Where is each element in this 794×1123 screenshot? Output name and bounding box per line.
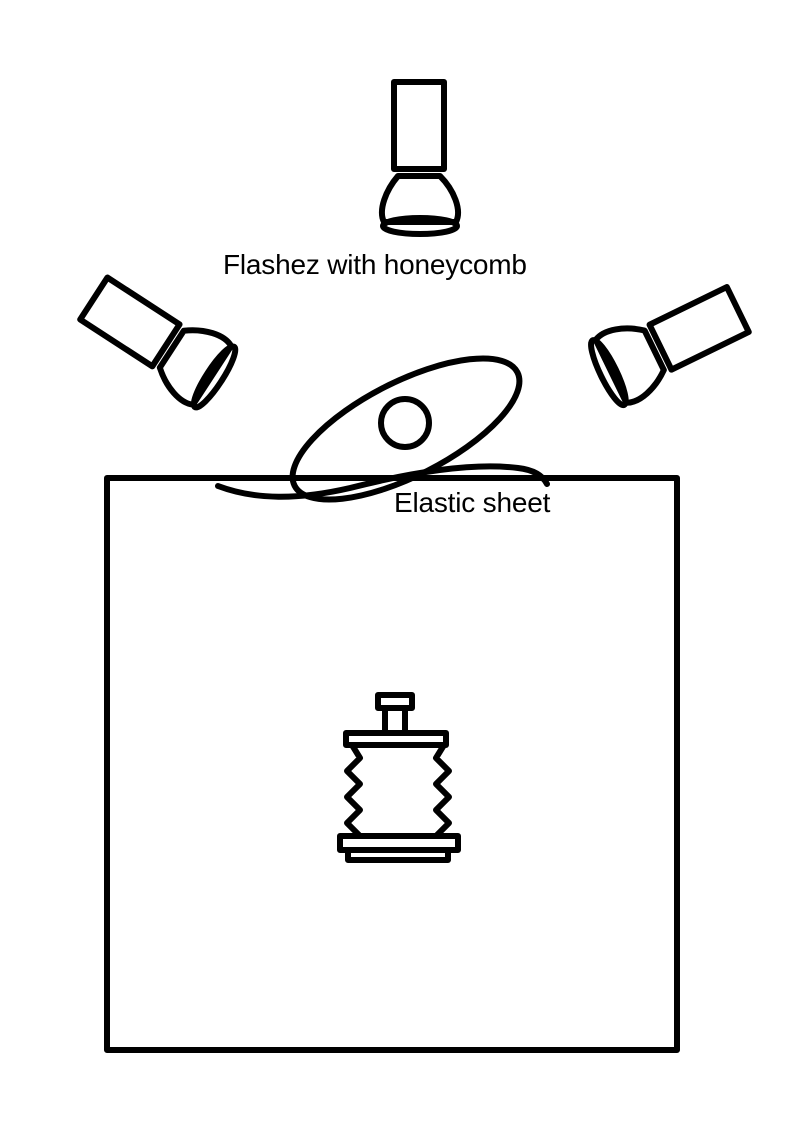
flash-right-honeycomb: [588, 337, 629, 409]
enclosure-box: [104, 475, 680, 1053]
flashes-label: Flashez with honeycomb: [223, 249, 527, 280]
camera-lens-neck: [382, 705, 408, 736]
lens-icon: [378, 396, 432, 450]
flash-right: [588, 284, 752, 409]
flash-left: [77, 274, 239, 411]
elastic-sheet-label: Elastic sheet: [394, 487, 551, 518]
flash-top-body: [391, 79, 447, 172]
camera-bellows-icon: [337, 692, 461, 863]
elastic-sheet: [215, 463, 550, 500]
flash-top-honeycomb: [380, 215, 460, 237]
flash-top: [378, 79, 461, 237]
flash-left-honeycomb: [190, 343, 239, 411]
camera-base: [345, 847, 451, 863]
camera-bellows: [344, 742, 452, 839]
flash-right-reflector-icon: [592, 325, 667, 406]
flash-left-body: [77, 274, 183, 370]
flash-left-reflector-icon: [156, 327, 235, 408]
flash-right-body: [646, 284, 752, 373]
